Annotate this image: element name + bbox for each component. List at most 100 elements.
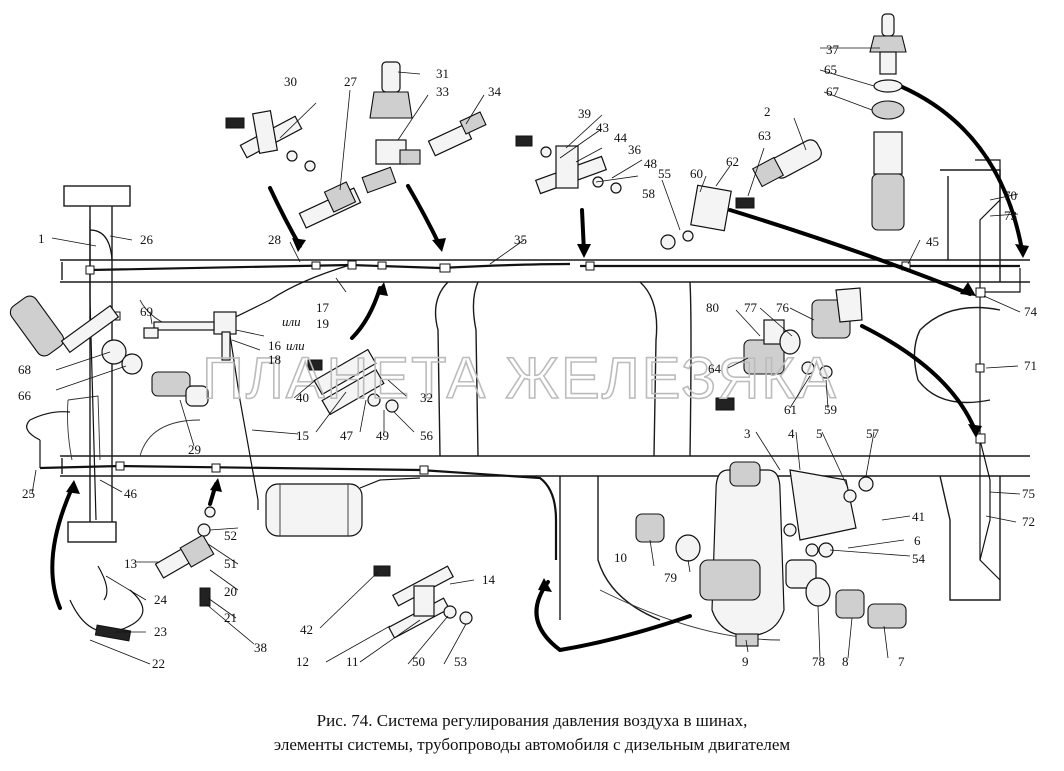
union-27	[298, 181, 362, 229]
label-22: 22	[152, 656, 165, 671]
label-79: 79	[664, 570, 677, 585]
label-or-b: или	[286, 338, 305, 353]
label-66: 66	[18, 388, 32, 403]
label-11: 11	[346, 654, 359, 669]
pipe-46	[39, 464, 558, 560]
label-30: 30	[284, 74, 297, 89]
label-31: 31	[436, 66, 449, 81]
label-34: 34	[488, 84, 502, 99]
label-51: 51	[224, 556, 237, 571]
pipe-75	[979, 439, 991, 561]
label-43: 43	[596, 120, 609, 135]
label-58: 58	[642, 186, 655, 201]
label-24: 24	[154, 592, 168, 607]
pipe-to-receiver	[257, 477, 421, 510]
label-17: 17	[316, 300, 330, 315]
label-70: 70	[1004, 188, 1017, 203]
pipe-25	[26, 411, 71, 468]
label-16: 16	[268, 338, 282, 353]
label-57: 57	[866, 426, 880, 441]
pipe-26	[89, 229, 113, 261]
label-33: 33	[436, 84, 449, 99]
label-56: 56	[420, 428, 434, 443]
label-47: 47	[340, 428, 354, 443]
label-37: 37	[826, 42, 840, 57]
fitting-10	[635, 513, 701, 562]
label-25: 25	[22, 486, 35, 501]
nuts-4-54	[783, 523, 819, 557]
label-75: 75	[1022, 486, 1035, 501]
label-55: 55	[658, 166, 671, 181]
label-19: 19	[316, 316, 329, 331]
label-42: 42	[300, 622, 313, 637]
valve-body-9	[699, 461, 817, 647]
label-32: 32	[420, 390, 433, 405]
guide-arrows	[50, 84, 1029, 653]
pipe-74	[980, 268, 1021, 293]
label-8: 8	[842, 654, 849, 669]
label-68: 68	[18, 362, 31, 377]
label-23: 23	[154, 624, 167, 639]
label-48: 48	[644, 156, 657, 171]
label-12: 12	[296, 654, 309, 669]
label-35: 35	[514, 232, 527, 247]
label-36: 36	[628, 142, 642, 157]
label-76: 76	[776, 300, 790, 315]
tee-17	[153, 311, 237, 361]
caption-line-2: элементы системы, трубопроводы автомобил…	[274, 735, 791, 754]
label-10: 10	[614, 550, 627, 565]
label-67: 67	[826, 84, 840, 99]
components	[9, 13, 907, 647]
label-14: 14	[482, 572, 496, 587]
hose-fitting-2	[751, 139, 822, 188]
label-28: 28	[268, 232, 281, 247]
hose-68	[9, 295, 209, 407]
label-4: 4	[788, 426, 795, 441]
label-5: 5	[816, 426, 823, 441]
label-46: 46	[124, 486, 138, 501]
label-65: 65	[824, 62, 837, 77]
fitting-34	[427, 111, 487, 157]
label-49: 49	[376, 428, 389, 443]
label-2: 2	[764, 104, 771, 119]
clamp-band-22	[69, 565, 144, 642]
label-45: 45	[926, 234, 939, 249]
label-15: 15	[296, 428, 309, 443]
label-40: 40	[296, 390, 309, 405]
label-78: 78	[812, 654, 825, 669]
label-77: 77	[744, 300, 758, 315]
receiver-cylinder	[265, 483, 363, 537]
label-59: 59	[824, 402, 837, 417]
label-53: 53	[454, 654, 467, 669]
label-62: 62	[726, 154, 739, 169]
bracket-60	[660, 184, 755, 250]
label-21: 21	[224, 610, 237, 625]
label-1: 1	[38, 231, 45, 246]
label-74: 74	[1024, 304, 1038, 319]
label-3: 3	[744, 426, 751, 441]
label-63: 63	[758, 128, 771, 143]
fitting-76	[779, 287, 863, 355]
pipelines	[26, 159, 1021, 581]
label-80: 80	[706, 300, 719, 315]
callout-labels: 1 2 3 4 5 6 7 8 9 10 11 12 13 14 15 16 1…	[18, 42, 1038, 671]
pipe-35	[439, 262, 571, 270]
label-69: 69	[140, 304, 153, 319]
label-18: 18	[268, 352, 281, 367]
valve-stem-37	[869, 13, 907, 231]
label-71: 71	[1024, 358, 1037, 373]
label-50: 50	[412, 654, 425, 669]
fitting-13	[154, 506, 216, 607]
label-26: 26	[140, 232, 154, 247]
label-73: 73	[1004, 208, 1017, 223]
label-39: 39	[578, 106, 591, 121]
tee-fitting-33	[361, 61, 421, 194]
label-29: 29	[188, 442, 201, 457]
watermark: ПЛАНЕТА ЖЕЛЕЗЯКА	[202, 346, 838, 411]
label-9: 9	[742, 654, 749, 669]
label-54: 54	[912, 551, 926, 566]
pipe-73	[975, 159, 1001, 290]
label-61: 61	[784, 402, 797, 417]
